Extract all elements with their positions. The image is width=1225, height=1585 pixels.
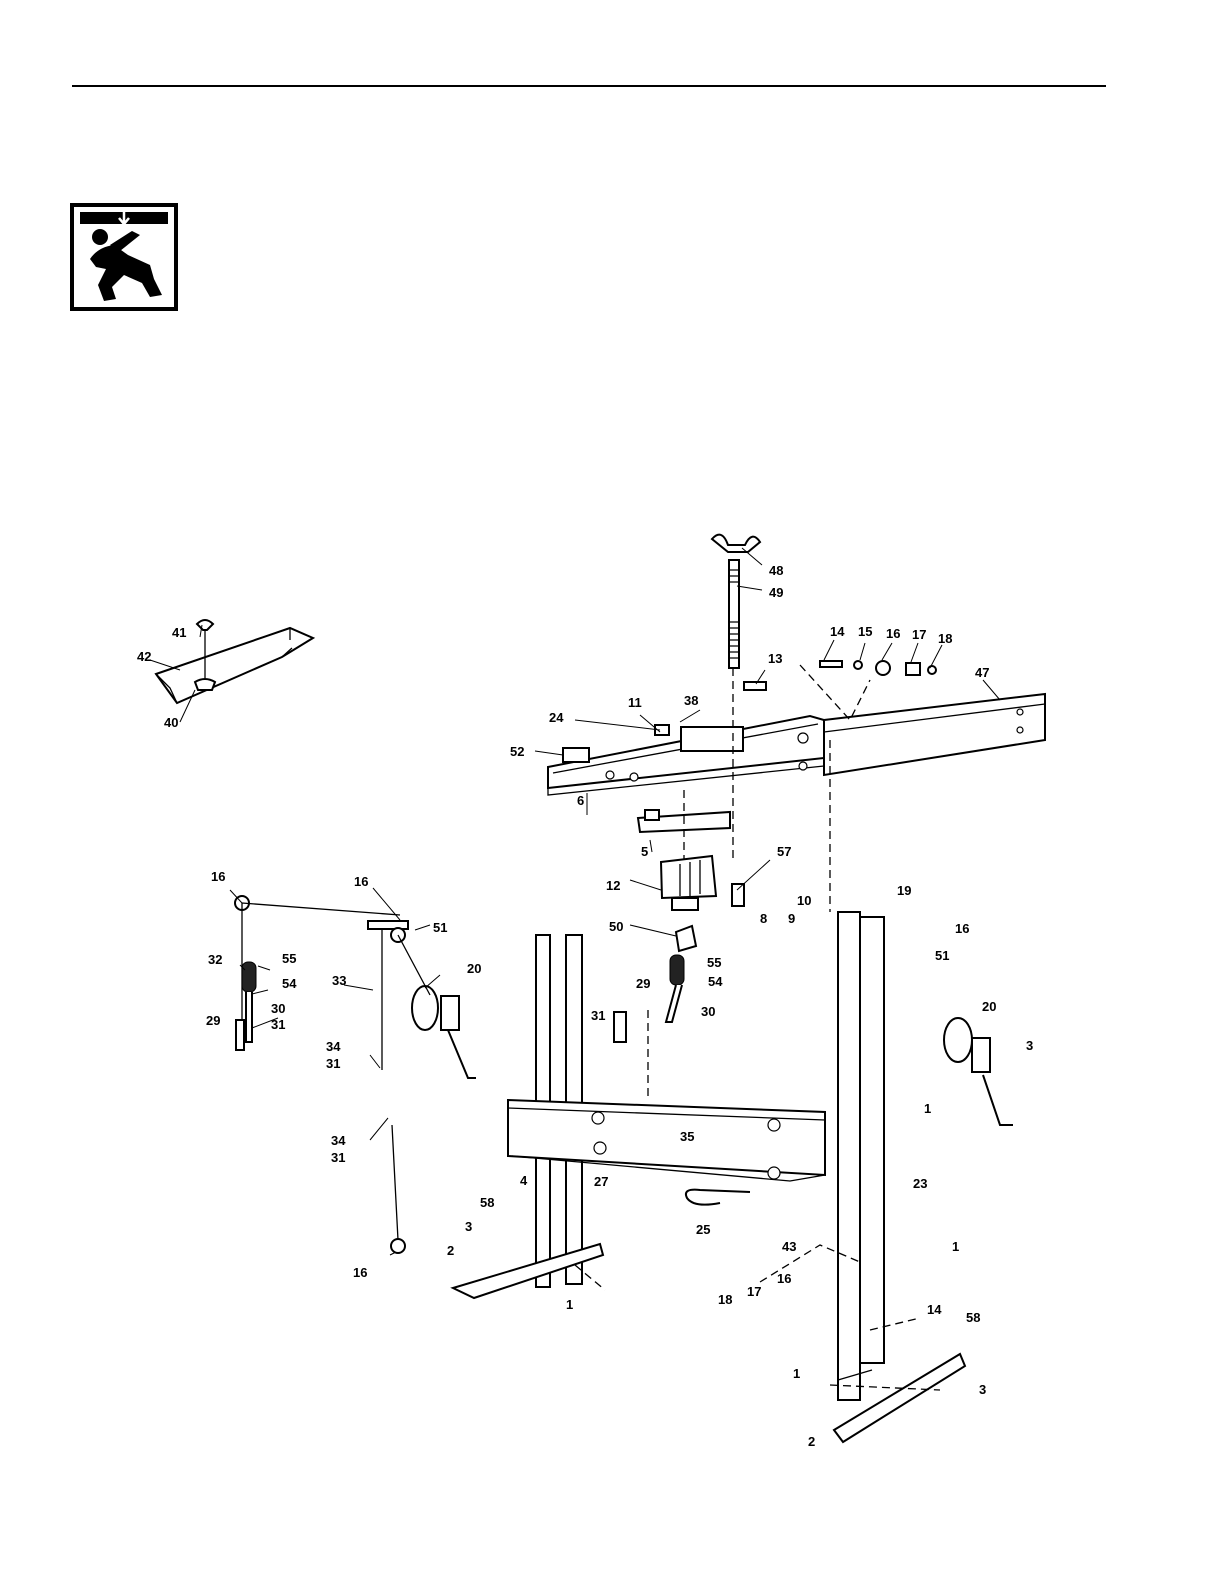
callout-38: 38 (684, 693, 698, 708)
callout-1: 1 (793, 1366, 800, 1381)
hook (686, 1190, 750, 1205)
callout-5: 5 (641, 844, 648, 859)
callout-58: 58 (480, 1195, 494, 1210)
callout-32: 32 (208, 952, 222, 967)
cable-system (235, 896, 430, 1253)
callout-3: 3 (1026, 1038, 1033, 1053)
callout-50: 50 (609, 919, 623, 934)
callout-24: 24 (549, 710, 564, 725)
screw-assembly (712, 535, 760, 668)
callout-16: 16 (886, 626, 900, 641)
callout-14: 14 (927, 1302, 942, 1317)
winch-left (412, 986, 476, 1078)
callout-2: 2 (808, 1434, 815, 1449)
callout-33: 33 (332, 973, 346, 988)
callout-58: 58 (966, 1310, 980, 1325)
callout-25: 25 (696, 1222, 710, 1237)
callout-34: 34 (331, 1133, 346, 1148)
callout-16: 16 (354, 874, 368, 889)
callout-51: 51 (935, 948, 949, 963)
callout-3: 3 (979, 1382, 986, 1397)
callout-17: 17 (912, 627, 926, 642)
callout-31: 31 (271, 1017, 285, 1032)
callout-35: 35 (680, 1129, 694, 1144)
release-handle-left (236, 962, 256, 1050)
callout-15: 15 (858, 624, 872, 639)
callout-1: 1 (952, 1239, 959, 1254)
callout-40: 40 (164, 715, 178, 730)
callout-16: 16 (777, 1271, 791, 1286)
upper-crossmember (548, 716, 824, 795)
callout-10: 10 (797, 893, 811, 908)
callout-17: 17 (747, 1284, 761, 1299)
extension-beam (824, 694, 1045, 775)
callout-55: 55 (707, 955, 721, 970)
callout-43: 43 (782, 1239, 796, 1254)
cylinder-assembly (638, 810, 744, 951)
callout-30: 30 (701, 1004, 715, 1019)
callout-48: 48 (769, 563, 783, 578)
callout-31: 31 (326, 1056, 340, 1071)
callout-30: 30 (271, 1001, 285, 1016)
callout-23: 23 (913, 1176, 927, 1191)
right-column (834, 912, 965, 1442)
callout-42: 42 (137, 649, 151, 664)
callout-47: 47 (975, 665, 989, 680)
callout-31: 31 (591, 1008, 605, 1023)
callout-27: 27 (594, 1174, 608, 1189)
callout-1: 1 (924, 1101, 931, 1116)
callout-18: 18 (718, 1292, 732, 1307)
callout-4: 4 (520, 1173, 528, 1188)
callout-13: 13 (768, 651, 782, 666)
callout-29: 29 (206, 1013, 220, 1028)
callout-1: 1 (566, 1297, 573, 1312)
callout-52: 52 (510, 744, 524, 759)
callout-55: 55 (282, 951, 296, 966)
callout-20: 20 (982, 999, 996, 1014)
callout-3: 3 (465, 1219, 472, 1234)
callout-12: 12 (606, 878, 620, 893)
callout-54: 54 (708, 974, 723, 989)
callout-6: 6 (577, 793, 584, 808)
callout-14: 14 (830, 624, 845, 639)
callout-16: 16 (353, 1265, 367, 1280)
callout-29: 29 (636, 976, 650, 991)
callout-54: 54 (282, 976, 297, 991)
callout-20: 20 (467, 961, 481, 976)
callout-51: 51 (433, 920, 447, 935)
callout-2: 2 (447, 1243, 454, 1258)
callout-16: 16 (955, 921, 969, 936)
callout-19: 19 (897, 883, 911, 898)
callout-57: 57 (777, 844, 791, 859)
callout-49: 49 (769, 585, 783, 600)
bolster-beam (508, 1100, 825, 1181)
callout-34: 34 (326, 1039, 341, 1054)
callout-8: 8 (760, 911, 767, 926)
winch-right (944, 1018, 1013, 1125)
callout-9: 9 (788, 911, 795, 926)
callout-11: 11 (628, 695, 642, 710)
callout-16: 16 (211, 869, 225, 884)
callout-41: 41 (172, 625, 186, 640)
callout-31: 31 (331, 1150, 345, 1165)
release-handle-right (614, 955, 684, 1042)
callout-18: 18 (938, 631, 952, 646)
